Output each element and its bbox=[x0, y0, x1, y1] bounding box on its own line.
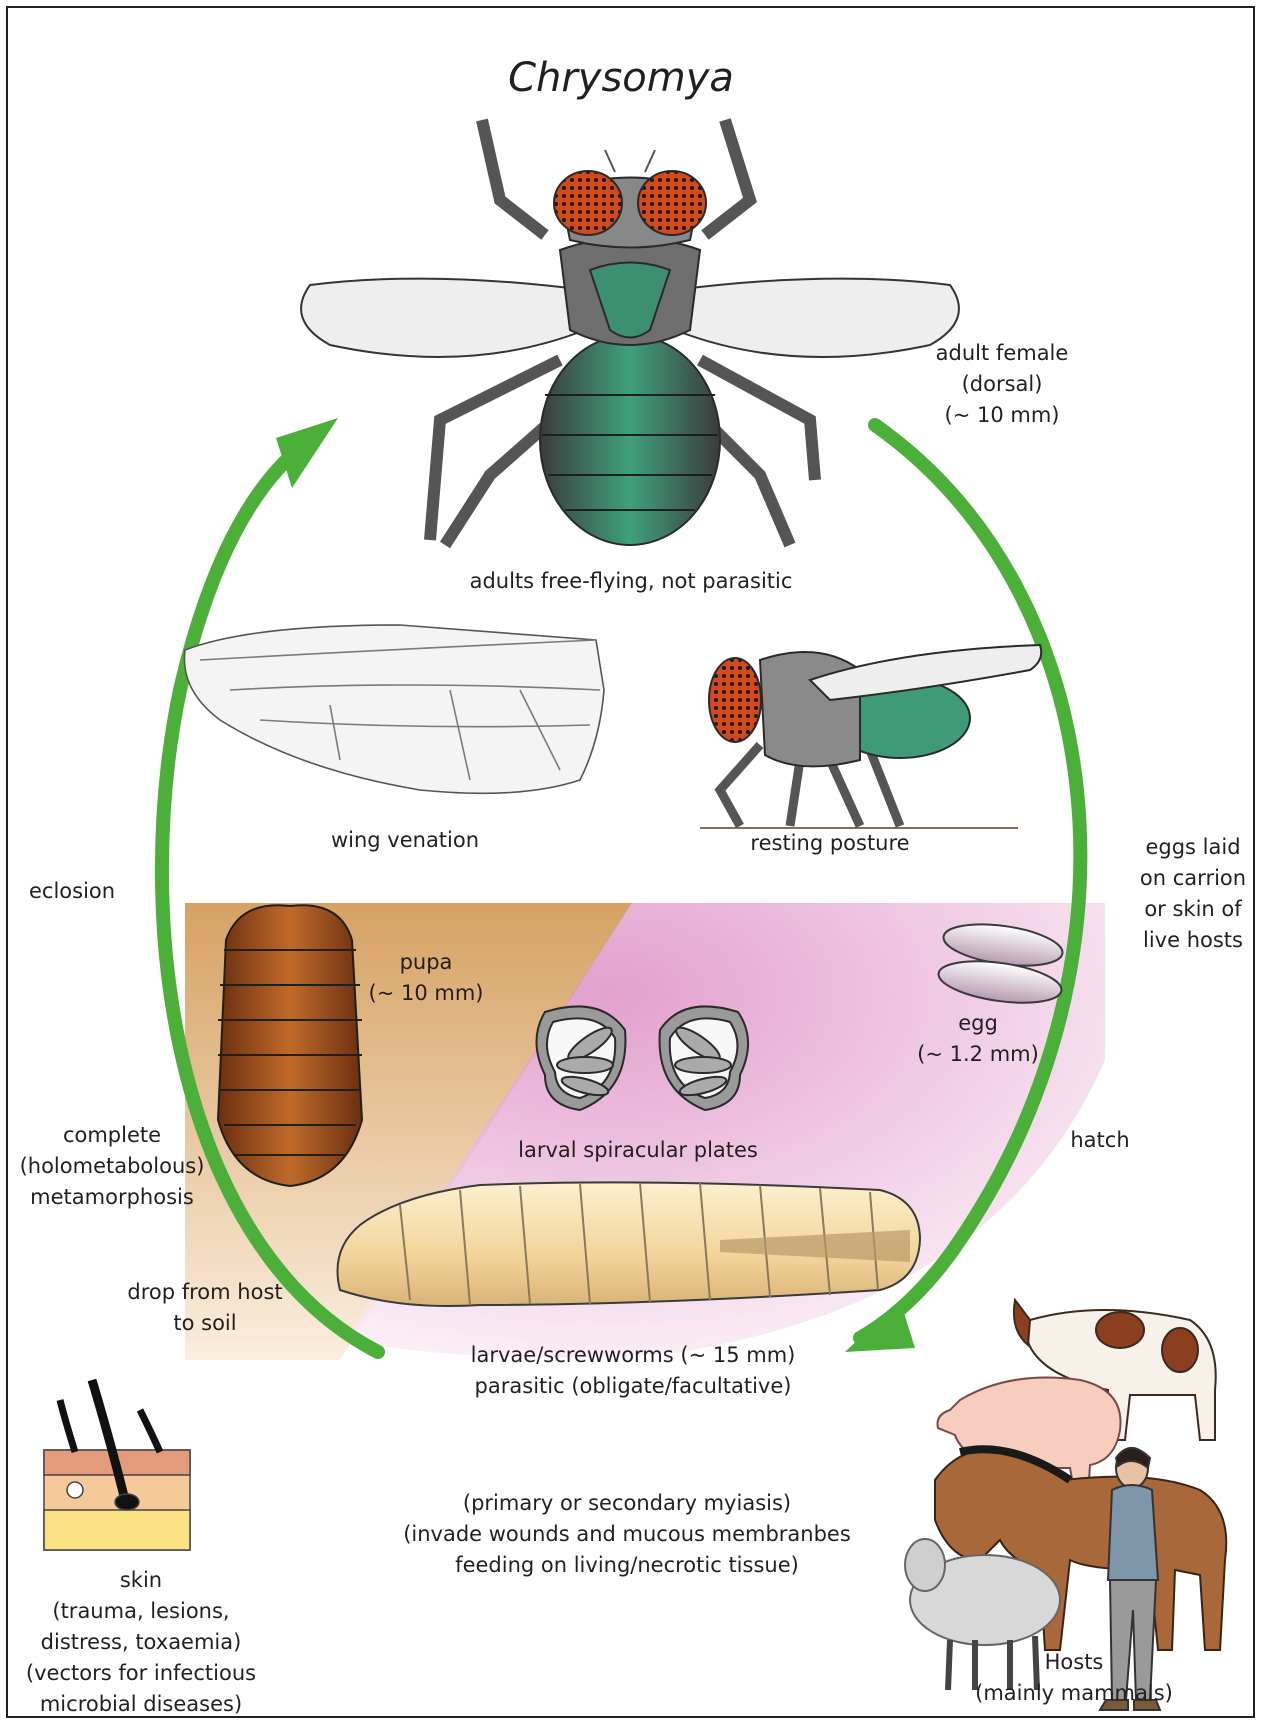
skin-line-4: (vectors for infectious bbox=[26, 1658, 256, 1689]
egg-label: egg (~ 1.2 mm) bbox=[917, 1008, 1039, 1070]
skin-line-1: skin bbox=[26, 1565, 256, 1596]
resting-posture-label: resting posture bbox=[750, 828, 909, 859]
myiasis-line-3: feeding on living/necrotic tissue) bbox=[403, 1550, 851, 1581]
metamorphosis-label: complete (holometabolous) metamorphosis bbox=[20, 1120, 205, 1213]
adults-label: adults free-flying, not parasitic bbox=[470, 566, 793, 597]
metamorphosis-line-3: metamorphosis bbox=[20, 1182, 205, 1213]
hosts-line-1: Hosts bbox=[975, 1647, 1173, 1678]
diagram-title: Chrysomya bbox=[508, 54, 734, 102]
metamorphosis-line-2: (holometabolous) bbox=[20, 1151, 205, 1182]
larvae-label: larvae/screwworms (~ 15 mm) parasitic (o… bbox=[471, 1340, 796, 1402]
eclosion-label: eclosion bbox=[29, 876, 115, 907]
spiracular-plates-label: larval spiracular plates bbox=[518, 1135, 758, 1166]
pupa-line-1: pupa bbox=[369, 947, 484, 978]
pupa-line-2: (~ 10 mm) bbox=[369, 978, 484, 1009]
adult-female-label: adult female (dorsal) (~ 10 mm) bbox=[936, 338, 1069, 431]
eggs-laid-line-1: eggs laid bbox=[1140, 832, 1246, 863]
pupa-label: pupa (~ 10 mm) bbox=[369, 947, 484, 1009]
adult-fly-icon bbox=[301, 120, 959, 545]
skin-label: skin (trauma, lesions, distress, toxaemi… bbox=[26, 1565, 256, 1720]
wing-venation-label: wing venation bbox=[331, 825, 479, 856]
myiasis-line-1: (primary or secondary myiasis) bbox=[403, 1488, 851, 1519]
eggs-laid-line-3: or skin of bbox=[1140, 894, 1246, 925]
skin-section-icon bbox=[44, 1380, 190, 1550]
drop-line-1: drop from host bbox=[127, 1277, 282, 1308]
drop-label: drop from host to soil bbox=[127, 1277, 282, 1339]
egg-line-1: egg bbox=[917, 1008, 1039, 1039]
hosts-line-2: (mainly mammals) bbox=[975, 1678, 1173, 1709]
larvae-line-2: parasitic (obligate/facultative) bbox=[471, 1371, 796, 1402]
myiasis-line-2: (invade wounds and mucous membranbes bbox=[403, 1519, 851, 1550]
hatch-label: hatch bbox=[1070, 1125, 1129, 1156]
skin-line-2: (trauma, lesions, bbox=[26, 1596, 256, 1627]
pupa-icon bbox=[218, 905, 362, 1186]
metamorphosis-line-1: complete bbox=[20, 1120, 205, 1151]
adult-female-line-2: (dorsal) bbox=[936, 369, 1069, 400]
myiasis-label: (primary or secondary myiasis) (invade w… bbox=[403, 1488, 851, 1581]
eggs-laid-line-4: live hosts bbox=[1140, 925, 1246, 956]
wing-icon bbox=[184, 625, 604, 793]
larvae-line-1: larvae/screwworms (~ 15 mm) bbox=[471, 1340, 796, 1371]
egg-line-2: (~ 1.2 mm) bbox=[917, 1039, 1039, 1070]
eggs-laid-label: eggs laid on carrion or skin of live hos… bbox=[1140, 832, 1246, 956]
eggs-laid-line-2: on carrion bbox=[1140, 863, 1246, 894]
drop-line-2: to soil bbox=[127, 1308, 282, 1339]
adult-female-line-1: adult female bbox=[936, 338, 1069, 369]
skin-line-3: distress, toxaemia) bbox=[26, 1627, 256, 1658]
hosts-label: Hosts (mainly mammals) bbox=[975, 1647, 1173, 1709]
resting-fly-icon bbox=[700, 645, 1041, 828]
adult-female-line-3: (~ 10 mm) bbox=[936, 400, 1069, 431]
larva-icon bbox=[338, 1182, 921, 1306]
skin-line-5: microbial diseases) bbox=[26, 1689, 256, 1720]
